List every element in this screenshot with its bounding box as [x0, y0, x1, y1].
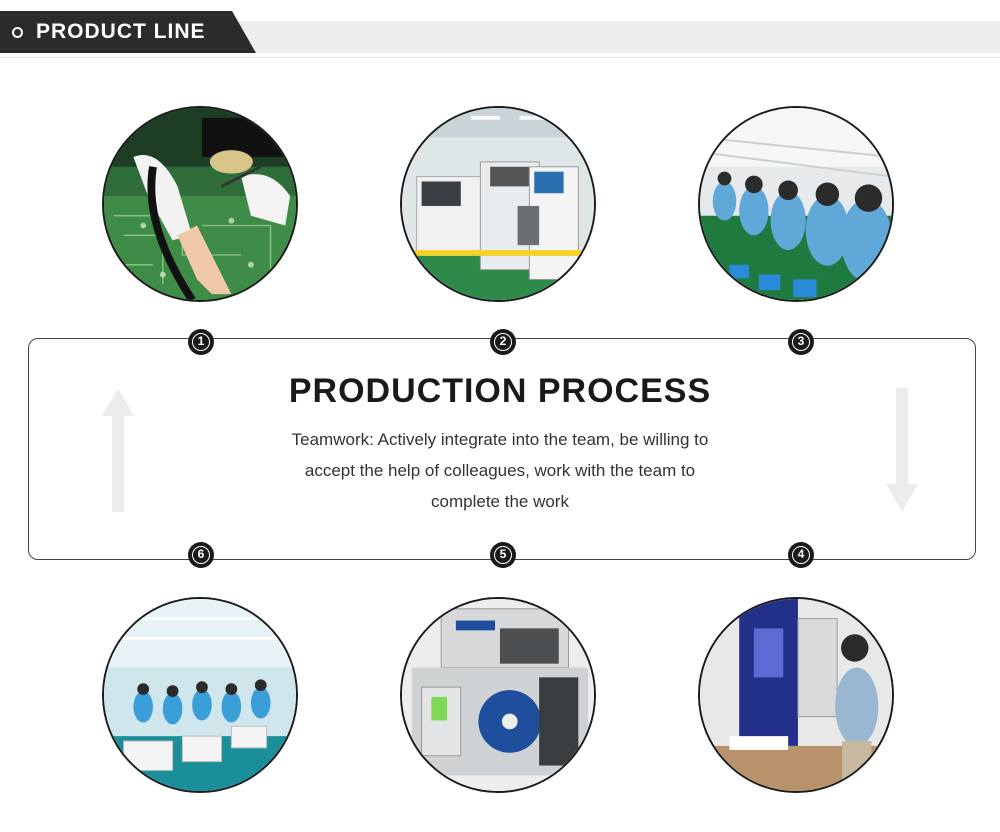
- process-description: Teamwork: Actively integrate into the te…: [291, 430, 709, 511]
- step-number: 2: [494, 333, 512, 351]
- process-title: PRODUCTION PROCESS: [288, 372, 712, 410]
- photo-step-3-assembly-line: [698, 106, 894, 302]
- step-badge-2: 2: [490, 329, 516, 355]
- step-number: 1: [192, 333, 210, 351]
- photo-step-5-pick-and-place: [400, 597, 596, 793]
- step-number: 3: [792, 333, 810, 351]
- photo-step-1-pcb-soldering: [102, 106, 298, 302]
- header-divider: [0, 57, 1000, 58]
- step-number: 4: [792, 546, 810, 564]
- header-tab: PRODUCT LINE: [0, 11, 256, 53]
- arrow-up-icon: [102, 388, 134, 512]
- step-badge-3: 3: [788, 329, 814, 355]
- step-badge-4: 4: [788, 542, 814, 568]
- circle-bullet-icon: [12, 27, 23, 38]
- step-number: 6: [192, 546, 210, 564]
- section-header: PRODUCT LINE: [0, 0, 1000, 58]
- step-badge-5: 5: [490, 542, 516, 568]
- photo-step-4-injection-molding: [698, 597, 894, 793]
- step-badge-1: 1: [188, 329, 214, 355]
- section-title: PRODUCT LINE: [36, 20, 206, 43]
- photo-step-6-workshop: [102, 597, 298, 793]
- arrow-down-icon: [886, 388, 918, 512]
- step-badge-6: 6: [188, 542, 214, 568]
- photo-step-2-smt-machine: [400, 106, 596, 302]
- step-number: 5: [494, 546, 512, 564]
